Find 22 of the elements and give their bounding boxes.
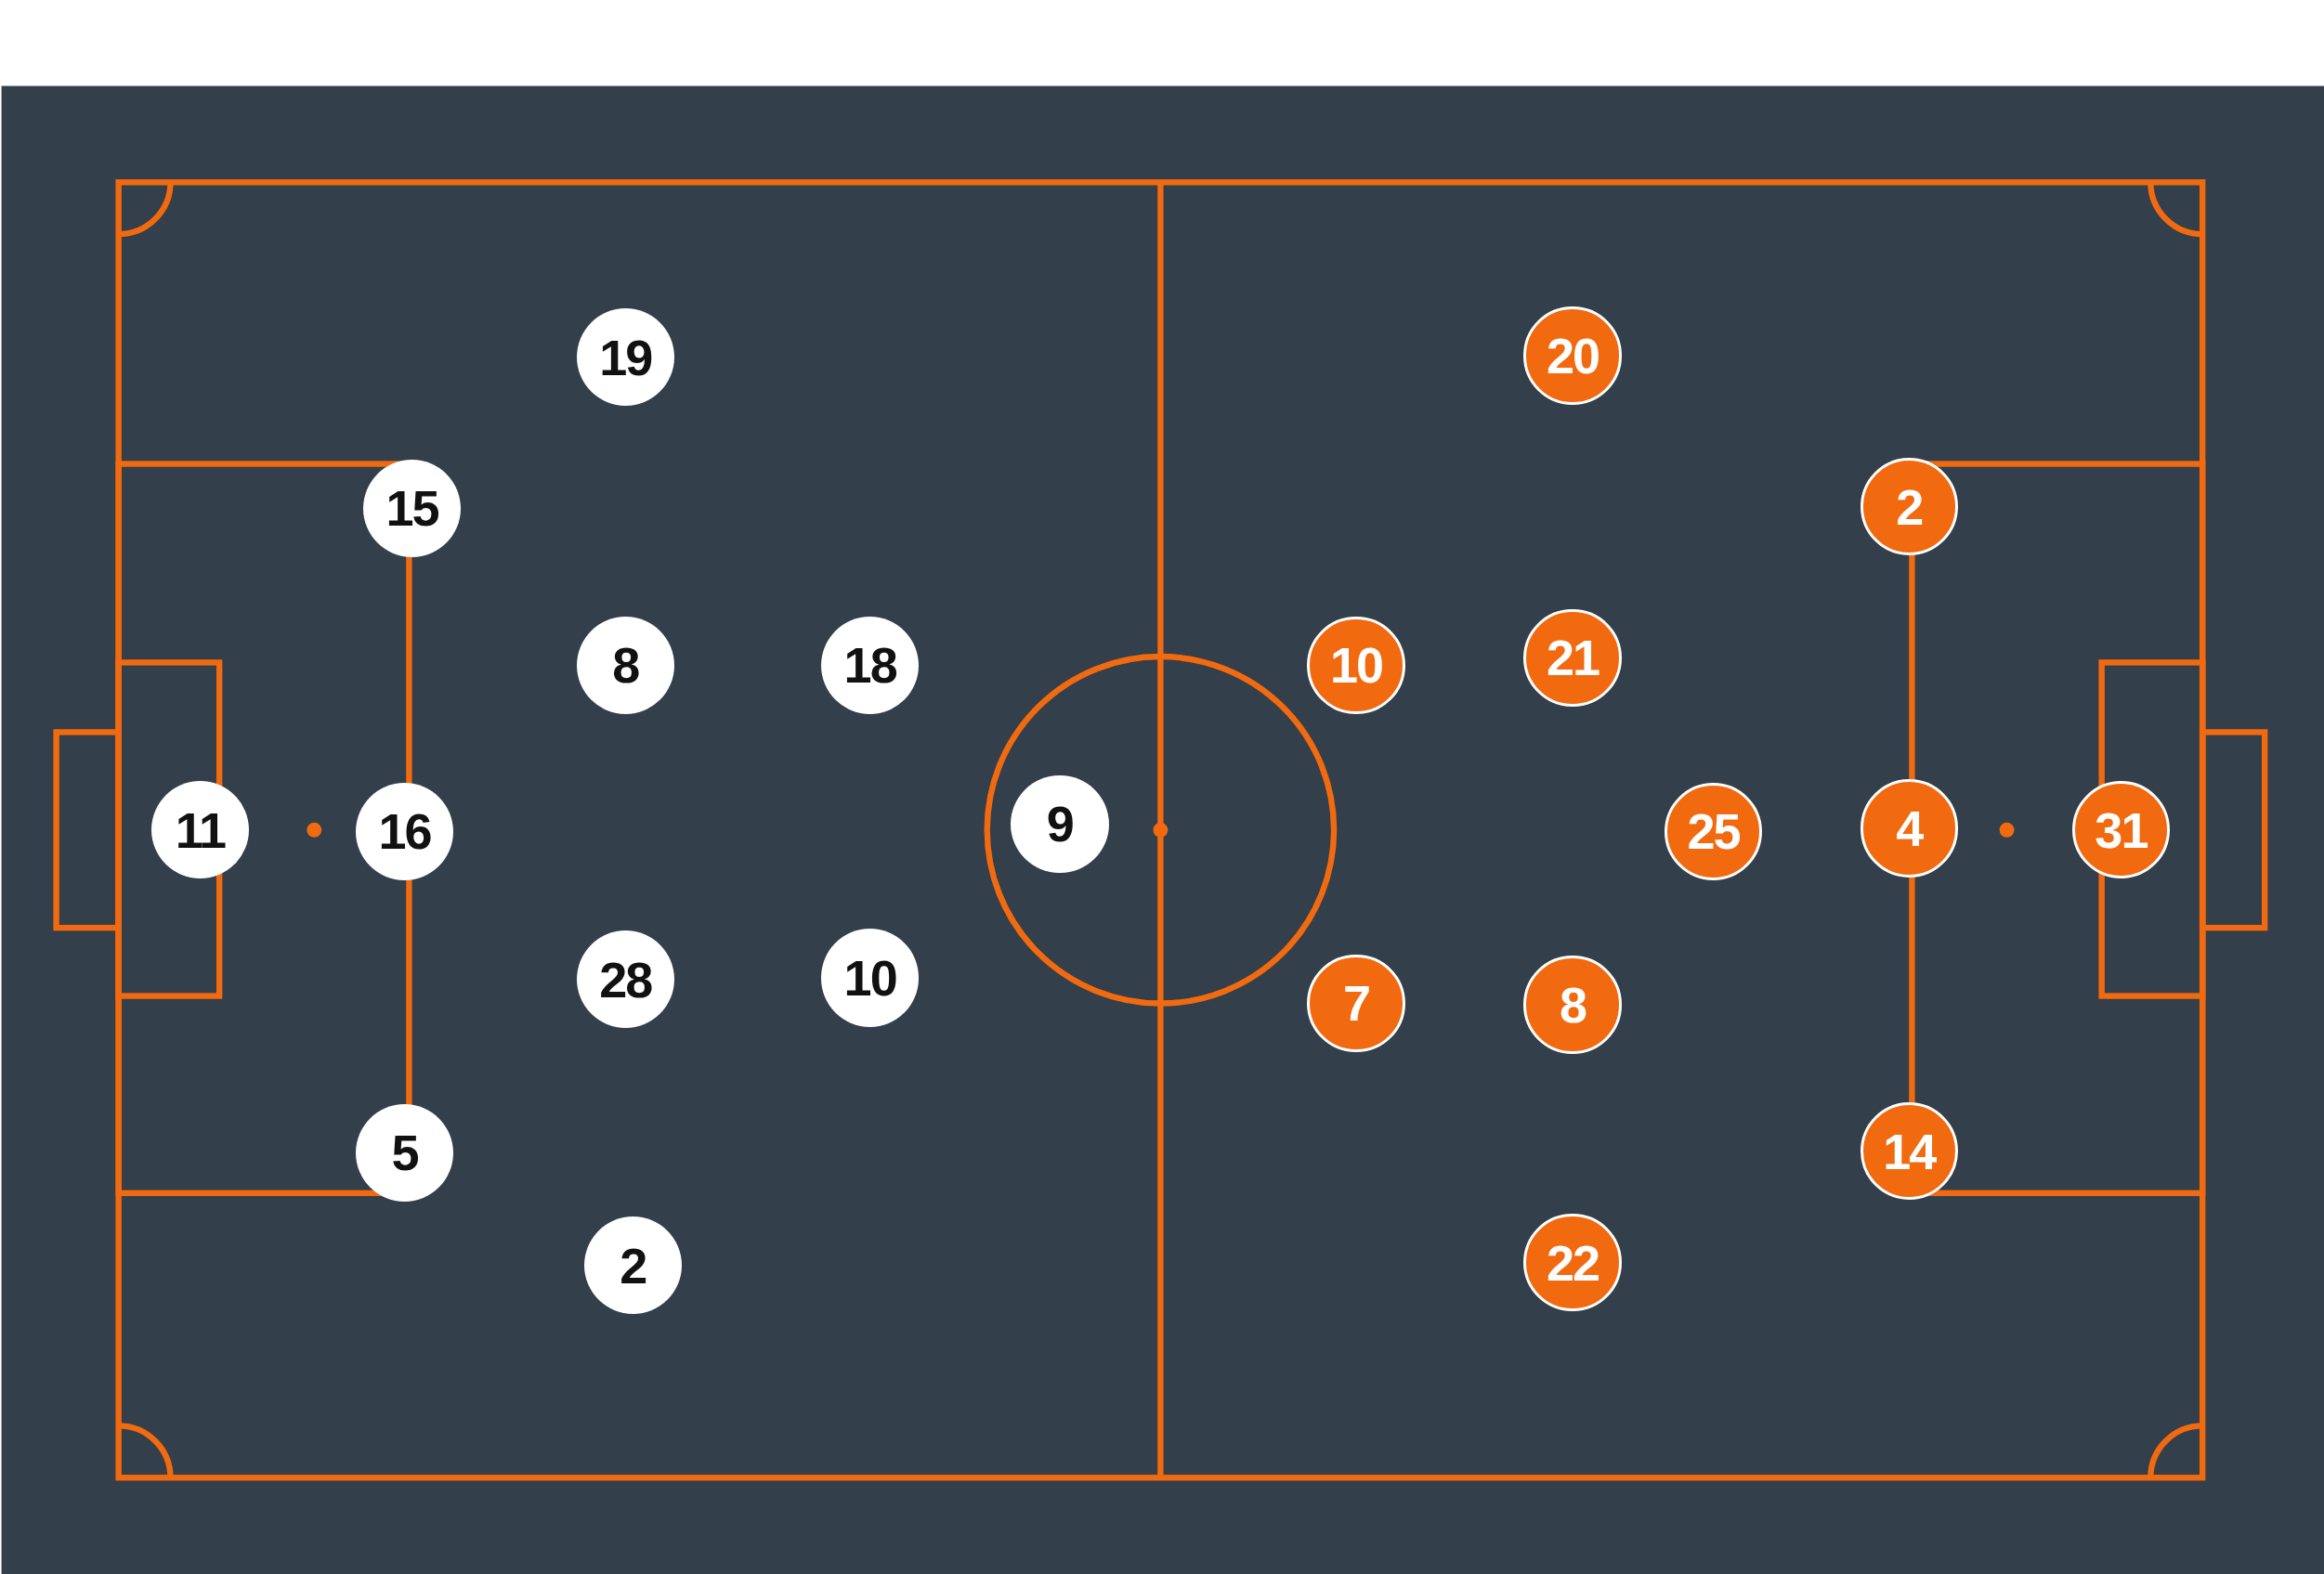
shirt-number: 21 [1546, 632, 1599, 683]
shirt-number: 15 [385, 483, 438, 534]
shirt-number: 19 [599, 332, 652, 383]
shirt-number: 5 [391, 1127, 418, 1178]
shirt-number: 14 [1883, 1125, 1936, 1177]
shirt-number: 28 [599, 954, 652, 1005]
shirt-number: 18 [843, 640, 896, 691]
shirt-number: 20 [1546, 330, 1599, 381]
shirt-number: 7 [1343, 978, 1370, 1029]
shirt-number: 31 [2095, 804, 2148, 855]
shirt-number: 10 [1330, 640, 1383, 691]
shirt-number: 11 [175, 804, 225, 855]
shirt-number: 4 [1896, 802, 1923, 853]
shirt-number: 8 [1559, 979, 1586, 1030]
shirt-number: 25 [1687, 806, 1740, 857]
shirt-number: 10 [843, 953, 896, 1004]
shirt-number: 2 [1896, 481, 1923, 532]
shirt-number: 22 [1546, 1237, 1599, 1288]
shirt-number: 2 [620, 1240, 646, 1291]
shirt-number: 16 [378, 806, 431, 857]
shirt-number: 9 [1046, 799, 1073, 850]
shirt-number: 8 [612, 640, 639, 691]
